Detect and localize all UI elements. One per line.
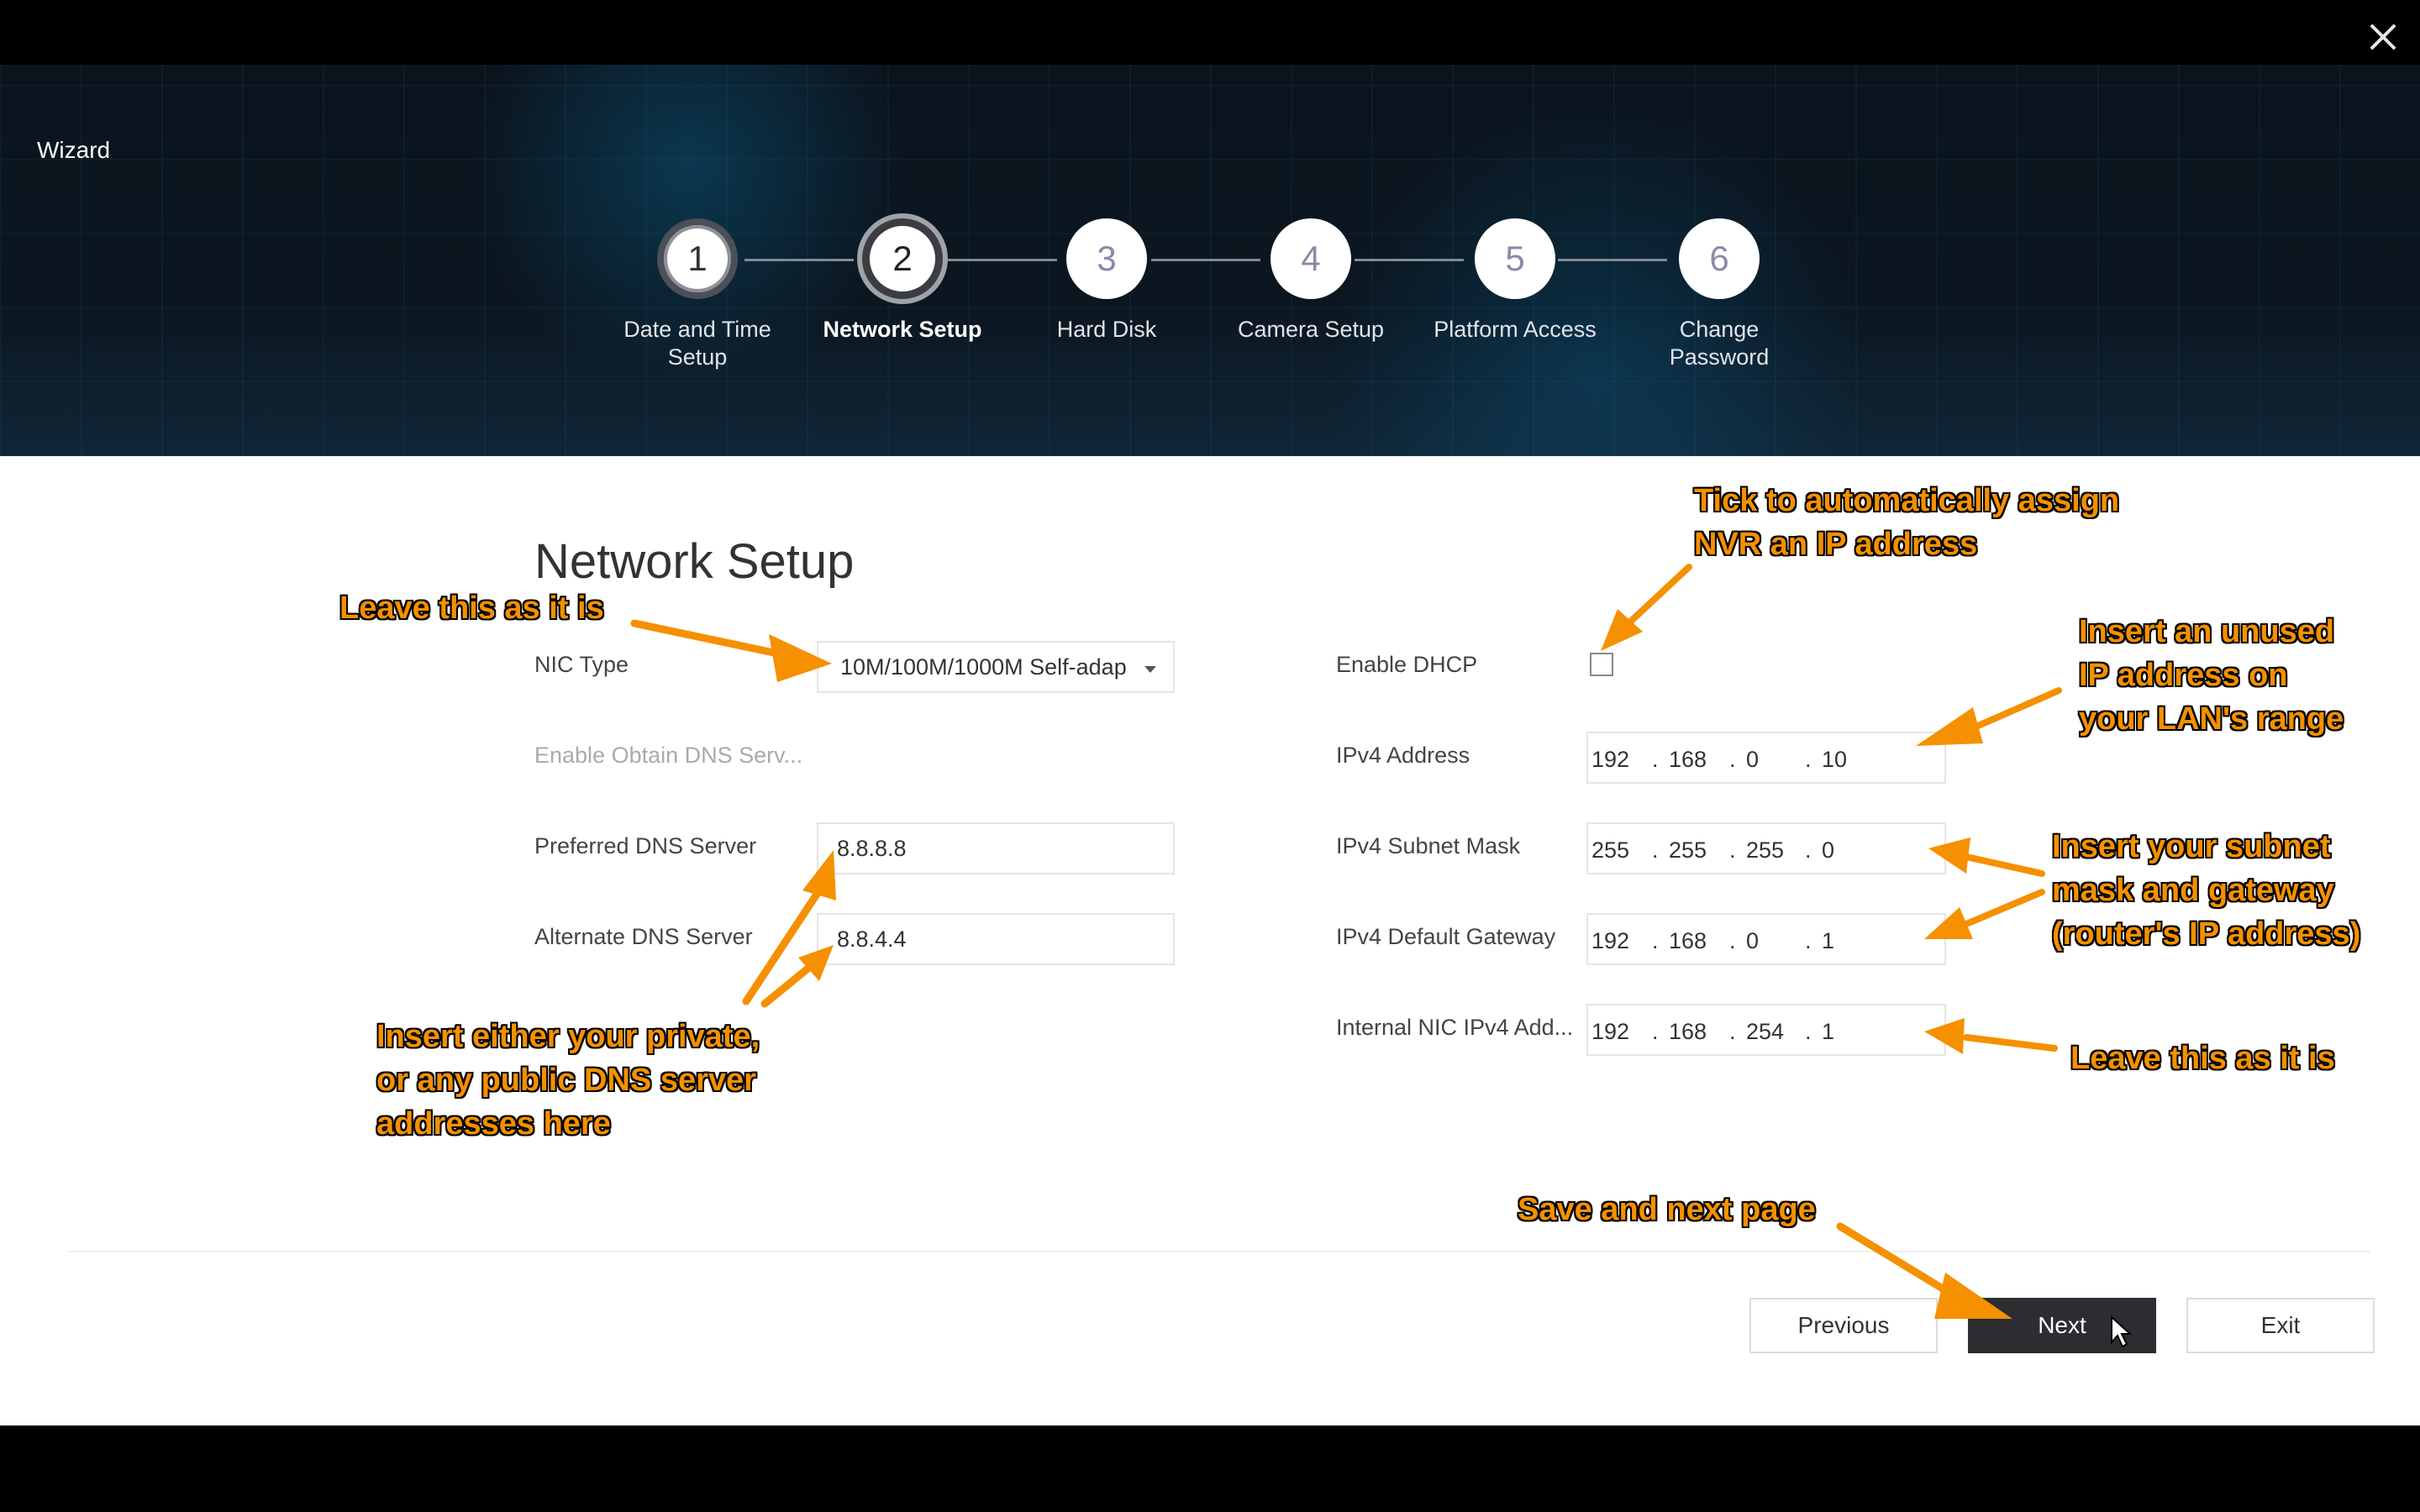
step-circle: 4 xyxy=(1270,218,1351,299)
step-connector xyxy=(948,259,1057,261)
ip-octet: 0 xyxy=(1746,928,1760,953)
page-title: Network Setup xyxy=(534,534,855,589)
step-circle: 2 xyxy=(862,218,943,299)
network-setup-panel: Network Setup NIC Type 10M/100M/1000M Se… xyxy=(0,456,2420,1425)
ip-dot: . xyxy=(1805,928,1812,953)
next-button[interactable]: Next xyxy=(1968,1298,2156,1353)
step-circle: 3 xyxy=(1066,218,1147,299)
enable-dhcp-checkbox[interactable] xyxy=(1590,653,1613,676)
nic-type-label: NIC Type xyxy=(534,652,629,677)
step-connector xyxy=(1355,259,1464,261)
step-platform-access[interactable]: 5 Platform Access xyxy=(1431,218,1599,344)
ip-octet: 255 xyxy=(1591,837,1630,863)
ipv4-subnet-mask-input[interactable]: 255 . 255 . 255 . 0 xyxy=(1586,822,1946,874)
ip-octet: 1 xyxy=(1822,928,1835,953)
wizard-title: Wizard xyxy=(37,137,111,163)
step-connector xyxy=(1151,259,1260,261)
preferred-dns-label: Preferred DNS Server xyxy=(534,833,757,858)
step-network-setup[interactable]: 2 Network Setup xyxy=(818,218,986,344)
ip-dot: . xyxy=(1805,837,1812,863)
ip-dot: . xyxy=(1805,747,1812,772)
exit-button[interactable]: Exit xyxy=(2186,1298,2375,1353)
nic-type-select[interactable]: 10M/100M/1000M Self-adap xyxy=(817,641,1175,693)
close-icon[interactable] xyxy=(2365,18,2402,55)
ipv4-subnet-mask-label: IPv4 Subnet Mask xyxy=(1336,833,1521,858)
annotation-leave-internal: Leave this as it is xyxy=(2070,1041,2335,1076)
ip-octet: 255 xyxy=(1746,837,1785,863)
footer-divider xyxy=(67,1251,2370,1252)
step-circle: 6 xyxy=(1679,218,1760,299)
ip-octet: 192 xyxy=(1591,1019,1630,1044)
nic-type-value: 10M/100M/1000M Self-adap xyxy=(840,654,1127,680)
preferred-dns-input[interactable]: 8.8.8.8 xyxy=(817,822,1175,874)
step-camera-setup[interactable]: 4 Camera Setup xyxy=(1227,218,1395,344)
ip-dot: . xyxy=(1805,1019,1812,1044)
ipv4-default-gateway-label: IPv4 Default Gateway xyxy=(1336,924,1556,949)
step-connector xyxy=(1558,259,1667,261)
ip-octet: 255 xyxy=(1669,837,1707,863)
ip-octet: 0 xyxy=(1822,837,1835,863)
ip-dot: . xyxy=(1652,928,1659,953)
chevron-down-icon xyxy=(1144,666,1156,673)
step-connector xyxy=(744,259,854,261)
ip-octet: 168 xyxy=(1669,928,1707,953)
ipv4-address-label: IPv4 Address xyxy=(1336,743,1470,768)
step-label: Hard Disk xyxy=(1056,317,1157,342)
ip-dot: . xyxy=(1652,837,1659,863)
step-hard-disk[interactable]: 3 Hard Disk xyxy=(1023,218,1191,344)
ip-octet: 192 xyxy=(1591,928,1630,953)
ip-octet: 192 xyxy=(1591,747,1630,772)
ip-octet: 1 xyxy=(1822,1019,1835,1044)
ipv4-address-input[interactable]: 192 . 168 . 0 . 10 xyxy=(1586,732,1946,784)
ip-octet: 0 xyxy=(1746,747,1760,772)
enable-dhcp-label: Enable DHCP xyxy=(1336,652,1478,677)
alternate-dns-label: Alternate DNS Server xyxy=(534,924,753,949)
step-label: Camera Setup xyxy=(1237,317,1385,342)
top-black-bar xyxy=(0,0,2420,65)
step-circle: 1 xyxy=(657,218,738,299)
ip-octet: 168 xyxy=(1669,1019,1707,1044)
annotation-leave-nic: Leave this as it is xyxy=(339,591,604,626)
previous-button[interactable]: Previous xyxy=(1749,1298,1938,1353)
ip-dot: . xyxy=(1729,747,1736,772)
ip-octet: 168 xyxy=(1669,747,1707,772)
annotation-next: Save and next page xyxy=(1518,1192,1816,1227)
step-label: Network Setup xyxy=(823,317,982,342)
ip-dot: . xyxy=(1652,747,1659,772)
internal-nic-ipv4-label: Internal NIC IPv4 Add... xyxy=(1336,1015,1574,1040)
enable-obtain-dns-label: Enable Obtain DNS Serv... xyxy=(534,743,803,768)
ip-dot: . xyxy=(1652,1019,1659,1044)
ip-dot: . xyxy=(1729,1019,1736,1044)
alternate-dns-input[interactable]: 8.8.4.4 xyxy=(817,913,1175,965)
ipv4-default-gateway-input[interactable]: 192 . 168 . 0 . 1 xyxy=(1586,913,1946,965)
ip-octet: 254 xyxy=(1746,1019,1785,1044)
annotation-dns: Insert either your private,or any public… xyxy=(376,1019,760,1142)
ip-octet: 10 xyxy=(1822,747,1848,772)
ip-dot: . xyxy=(1729,928,1736,953)
bottom-black-bar xyxy=(0,1425,2420,1512)
ip-dot: . xyxy=(1729,837,1736,863)
step-label: Platform Access xyxy=(1434,317,1597,342)
step-circle: 5 xyxy=(1475,218,1555,299)
internal-nic-ipv4-input[interactable]: 192 . 168 . 254 . 1 xyxy=(1586,1004,1946,1056)
